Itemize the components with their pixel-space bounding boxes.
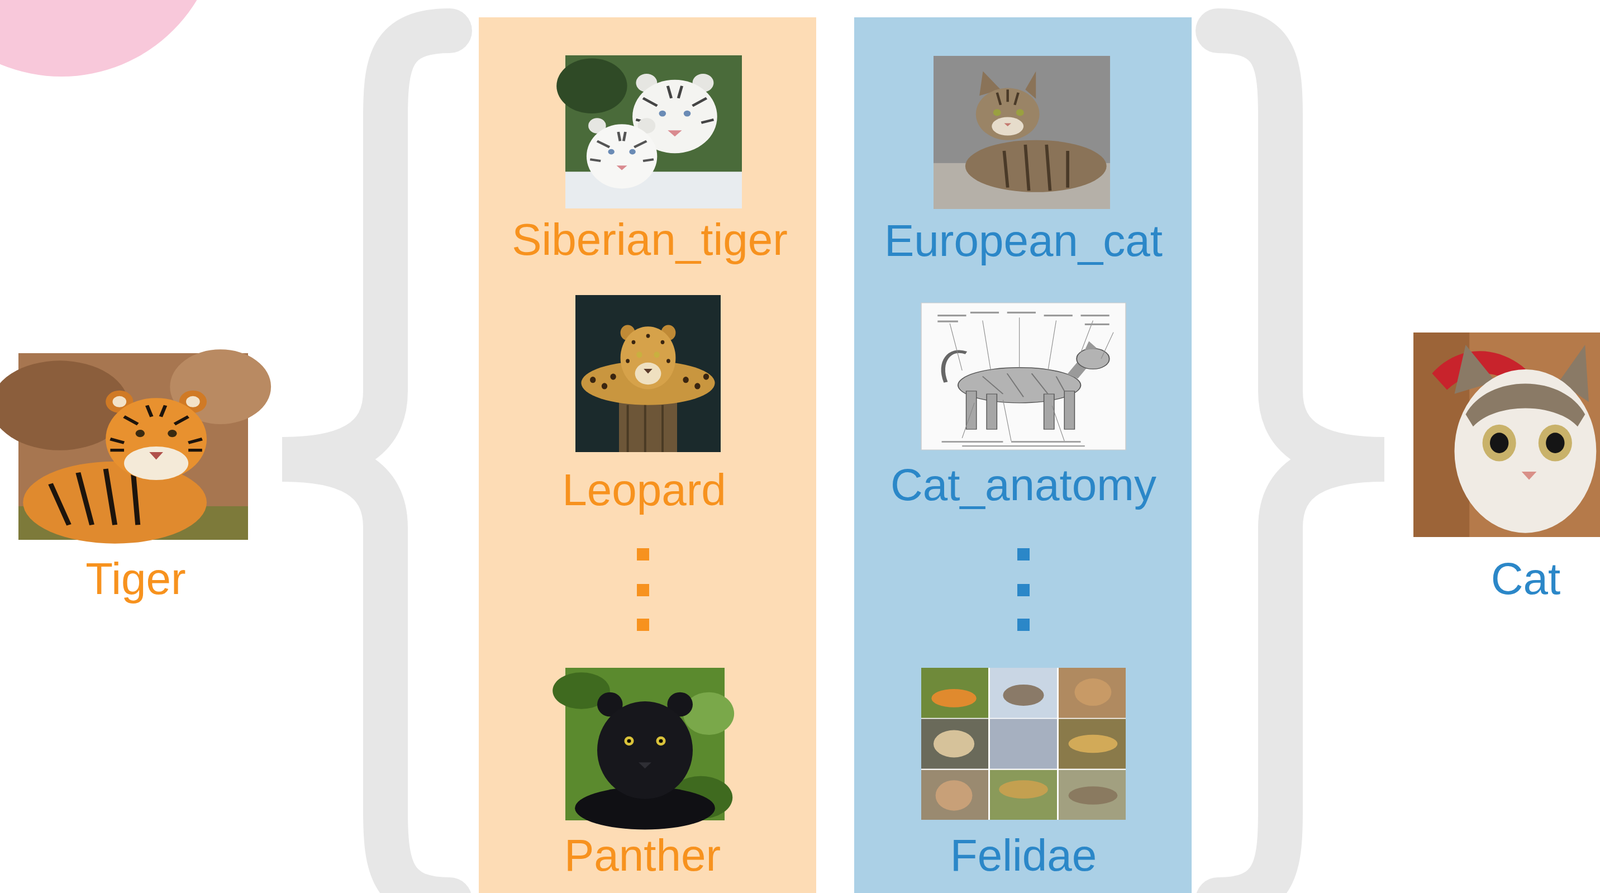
photo-card: Felidae — [859, 667, 1187, 889]
caption-label: Felidae — [950, 829, 1097, 882]
caption-label: Tiger — [85, 553, 186, 605]
anatomy-plate — [921, 302, 1126, 450]
photo-card: Tiger — [11, 353, 261, 611]
tiger-photo — [0, 349, 271, 544]
felidae-collage — [921, 667, 1126, 820]
left-brace — [282, 30, 450, 893]
caption-label: Cat — [1491, 553, 1561, 605]
blue-band — [854, 17, 1192, 893]
caption-label: Cat_anatomy — [890, 459, 1157, 511]
tabby-cat-photo — [933, 55, 1111, 209]
caption-label: Panther — [564, 829, 721, 882]
cat-photo — [1413, 332, 1600, 537]
leopard-photo — [575, 294, 721, 452]
white-tiger-photo — [556, 55, 742, 209]
photo-card: Cat — [1407, 332, 1598, 612]
ellipsis-dots — [1017, 548, 1030, 631]
photo-card: Cat_anatomy — [859, 302, 1187, 516]
orange-band — [478, 17, 817, 893]
caption-label: Leopard — [562, 464, 727, 516]
right-brace — [1217, 30, 1385, 893]
corner-circle — [0, 0, 220, 77]
photo-card: European_cat — [859, 55, 1187, 269]
photo-card: Siberian_tiger — [484, 55, 811, 268]
photo-card: Leopard — [484, 294, 811, 519]
caption-label: Siberian_tiger — [511, 213, 788, 266]
caption-label: European_cat — [884, 215, 1163, 267]
panther-photo — [552, 667, 735, 830]
ellipsis-dots — [636, 548, 650, 631]
photo-card: Panther — [484, 667, 811, 889]
